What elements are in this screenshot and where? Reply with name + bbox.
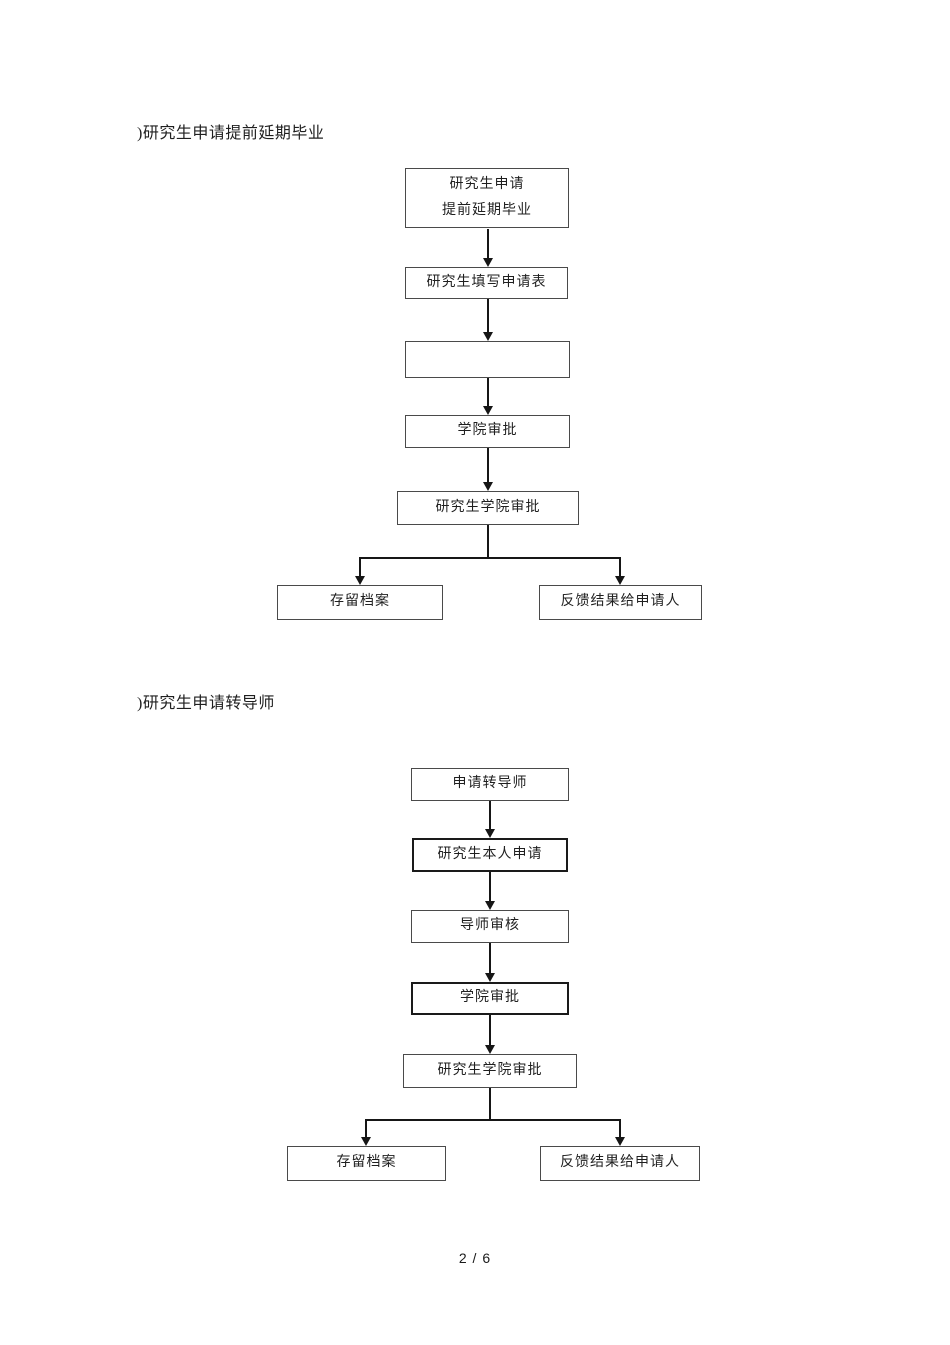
arrow-shaft	[359, 558, 361, 577]
arrow-head-icon	[485, 901, 495, 910]
flow-node-label: 研究生申请	[449, 176, 525, 192]
down-arrow	[361, 1120, 371, 1146]
flow-node-start: 研究生申请 提前延期毕业	[405, 168, 569, 228]
arrow-shaft	[619, 558, 621, 577]
flow-node-college-approval: 学院审批	[411, 982, 569, 1015]
down-arrow	[483, 299, 493, 341]
arrow-head-icon	[483, 482, 493, 491]
arrow-shaft	[487, 448, 489, 483]
flow-node-empty	[405, 341, 570, 378]
down-arrow	[615, 558, 625, 585]
arrow-head-icon	[483, 332, 493, 341]
flow-node-label: 反馈结果给申请人	[560, 1155, 680, 1171]
arrow-head-icon	[361, 1137, 371, 1146]
arrow-shaft	[489, 872, 491, 902]
flow-node-apply-transfer: 申请转导师	[411, 768, 569, 801]
flow-node-grad-school-approval: 研究生学院审批	[397, 491, 579, 525]
flow-node-label: 学院审批	[457, 423, 518, 439]
down-arrow	[485, 1015, 495, 1054]
arrow-head-icon	[355, 576, 365, 585]
flow-node-college-approval: 学院审批	[405, 415, 570, 448]
flow-node-label: 存留档案	[336, 1155, 397, 1171]
down-arrow	[485, 801, 495, 838]
flow-node-label: 提前延期毕业	[442, 202, 532, 218]
flow-node-archive: 存留档案	[287, 1146, 446, 1181]
arrow-shaft	[489, 801, 491, 830]
section-1-heading: )研究生申请提前延期毕业	[137, 125, 325, 142]
arrow-shaft	[487, 229, 489, 259]
flow-node-label: 导师审核	[460, 918, 520, 934]
flow-node-supervisor-review: 导师审核	[411, 910, 569, 943]
arrow-shaft	[489, 1015, 491, 1046]
down-arrow	[483, 378, 493, 415]
down-arrow	[483, 229, 493, 267]
flow-node-fill-form: 研究生填写申请表	[405, 267, 568, 299]
arrow-shaft	[619, 1120, 621, 1138]
arrow-shaft	[365, 1120, 367, 1138]
branch-stub-line	[489, 1088, 491, 1120]
arrow-head-icon	[615, 1137, 625, 1146]
flow-node-label: 研究生学院审批	[437, 1062, 543, 1078]
down-arrow	[355, 558, 365, 585]
arrow-shaft	[487, 299, 489, 333]
arrow-head-icon	[483, 406, 493, 415]
branch-stub-line	[487, 525, 489, 558]
flow-node-feedback: 反馈结果给申请人	[540, 1146, 700, 1181]
flow-node-label: 研究生本人申请	[437, 846, 543, 862]
page-number: 2 / 6	[458, 1250, 492, 1266]
flow-node-feedback: 反馈结果给申请人	[539, 585, 702, 620]
branch-horizontal-line	[359, 557, 621, 559]
flow-node-self-apply: 研究生本人申请	[412, 838, 568, 872]
arrow-shaft	[489, 943, 491, 974]
flow-node-label: 反馈结果给申请人	[560, 594, 681, 610]
arrow-head-icon	[485, 973, 495, 982]
down-arrow	[485, 943, 495, 982]
down-arrow	[485, 872, 495, 910]
flow-node-label: 存留档案	[330, 594, 390, 610]
flow-node-label: 学院审批	[460, 990, 520, 1006]
arrow-head-icon	[485, 829, 495, 838]
flow-node-label: 研究生学院审批	[435, 499, 541, 515]
down-arrow	[615, 1120, 625, 1146]
arrow-shaft	[487, 378, 489, 407]
arrow-head-icon	[485, 1045, 495, 1054]
arrow-head-icon	[483, 258, 493, 267]
flow-node-label: 研究生填写申请表	[426, 274, 547, 290]
flow-node-archive: 存留档案	[277, 585, 443, 620]
branch-horizontal-line	[365, 1119, 621, 1121]
down-arrow	[483, 448, 493, 491]
section-2-heading: )研究生申请转导师	[137, 695, 275, 712]
flow-node-label: 申请转导师	[452, 776, 528, 792]
arrow-head-icon	[615, 576, 625, 585]
flow-node-grad-school-approval: 研究生学院审批	[403, 1054, 577, 1088]
